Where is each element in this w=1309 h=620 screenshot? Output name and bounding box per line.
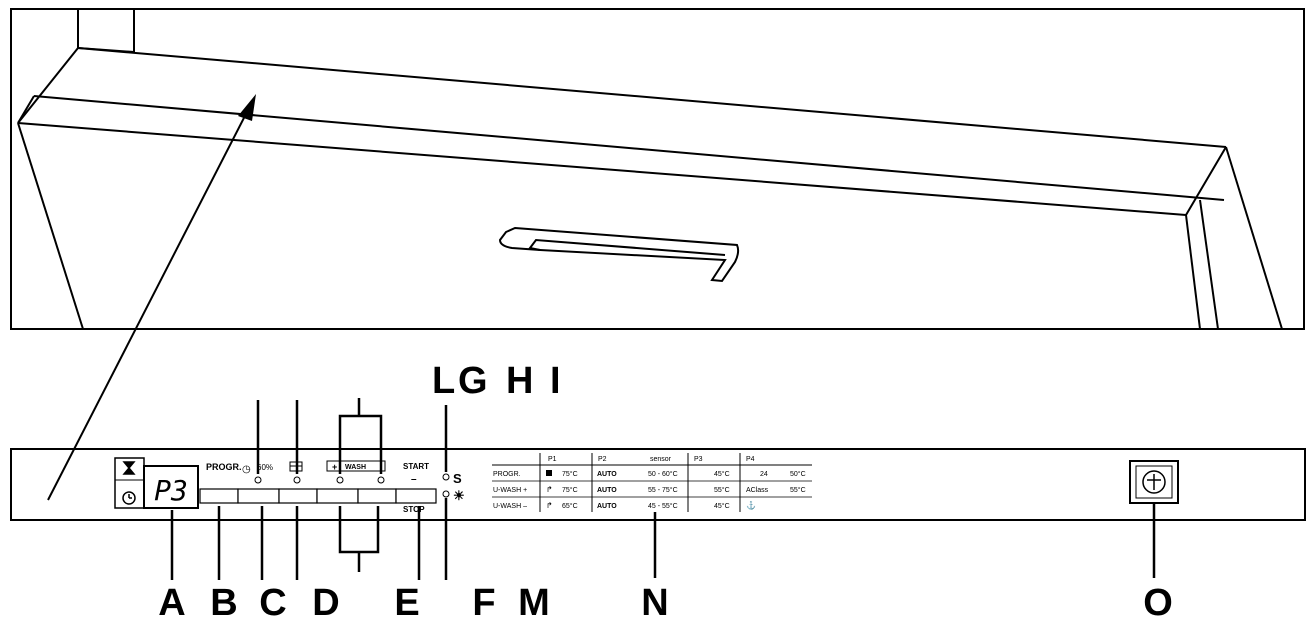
table-cell: 45°C — [714, 502, 730, 510]
digital-display — [143, 465, 199, 509]
table-cell: AUTO — [597, 487, 617, 494]
table-cell: 50 - 60°C — [648, 470, 678, 478]
label-g: G — [458, 360, 488, 402]
label-b: B — [210, 582, 237, 620]
table-cell: 50°C — [790, 470, 806, 478]
half-load-icon: ◷ — [242, 464, 251, 475]
glass-icon: ↱ — [546, 501, 553, 510]
table-cell: AUTO — [597, 471, 617, 478]
table-cell: 24 — [760, 471, 768, 478]
label-n: N — [641, 582, 668, 620]
rack-button[interactable] — [278, 488, 318, 504]
power-icon — [1142, 470, 1166, 494]
door-illustration — [10, 8, 1305, 330]
label-h: H — [506, 360, 533, 402]
salt-icon: S — [453, 471, 462, 486]
door-frame — [10, 8, 1305, 330]
table-header: P3 — [694, 456, 703, 463]
button-strip — [199, 488, 437, 504]
pot-icon — [546, 470, 552, 476]
table-cell: AUTO — [597, 503, 617, 510]
bottom-labels: A B C D E F M N O — [158, 582, 1173, 620]
led-indicators — [254, 473, 450, 498]
led-2 — [293, 476, 301, 484]
label-e: E — [394, 582, 419, 620]
label-l: L — [432, 360, 455, 402]
control-panel — [10, 448, 1306, 521]
label-f: F — [472, 582, 495, 620]
wash-label: WASH — [345, 464, 366, 471]
table-header: P2 — [598, 456, 607, 463]
rinse-aid-icon: ☀ — [453, 488, 465, 503]
table-cell: AClass — [746, 487, 769, 494]
label-m: M — [518, 582, 550, 620]
table-row-label: PROGR. — [493, 471, 521, 478]
start-stop-button[interactable] — [395, 488, 437, 504]
label-d: D — [312, 582, 339, 620]
door-handle — [498, 226, 740, 283]
table-row-label: U-WASH + — [493, 487, 527, 494]
table-cell: 75°C — [562, 486, 578, 494]
top-labels: L G H I — [432, 360, 561, 402]
table-row-label: U-WASH – — [493, 503, 527, 510]
half-load-button[interactable] — [237, 488, 280, 504]
door-corner-notch — [77, 9, 135, 54]
stop-label: STOP — [403, 505, 425, 514]
table-cell: 45 - 55°C — [648, 502, 678, 510]
hourglass-icon — [122, 461, 136, 475]
led-salt — [442, 473, 450, 481]
wash-plus-button[interactable] — [316, 488, 359, 504]
label-i: I — [550, 360, 561, 402]
svg-text:+: + — [332, 462, 337, 472]
door-top-edge — [77, 47, 1227, 148]
cup-icon: ↱ — [546, 485, 553, 494]
pointer-arrow — [47, 94, 256, 501]
led-1 — [254, 476, 262, 484]
table-cell: 55°C — [714, 486, 730, 494]
table-header: sensor — [650, 456, 672, 463]
door-front-edge — [17, 122, 1187, 216]
table-cell: 45°C — [714, 470, 730, 478]
led-4 — [377, 476, 385, 484]
label-a: A — [158, 582, 185, 620]
led-rinse — [442, 490, 450, 498]
table-header: P4 — [746, 456, 755, 463]
leader-lines — [170, 398, 1156, 580]
percent-label: 60% — [257, 463, 273, 472]
display-value: P3 — [154, 474, 188, 507]
table-cell: 55 - 75°C — [648, 486, 678, 494]
table-header: P1 — [548, 456, 557, 463]
table-cell: 75°C — [562, 470, 578, 478]
wash-indicator — [326, 460, 386, 472]
label-c: C — [259, 582, 286, 620]
table-cell: 55°C — [790, 486, 806, 494]
wash-minus-button[interactable] — [357, 488, 397, 504]
power-button[interactable] — [1129, 460, 1179, 504]
clock-icon — [122, 491, 136, 505]
prog-label: PROGR. — [206, 462, 242, 472]
program-button[interactable] — [199, 488, 239, 504]
minus-label: – — [411, 474, 417, 485]
table-cell: 65°C — [562, 502, 578, 510]
program-table: P1 P2 sensor P3 P4 PROGR. 75°C AUTO 50 -… — [492, 453, 812, 512]
start-label: START — [403, 462, 429, 471]
label-o: O — [1143, 582, 1173, 620]
led-3 — [336, 476, 344, 484]
anchor-icon: ⚓ — [746, 500, 756, 510]
door-left-bevel — [17, 47, 79, 124]
